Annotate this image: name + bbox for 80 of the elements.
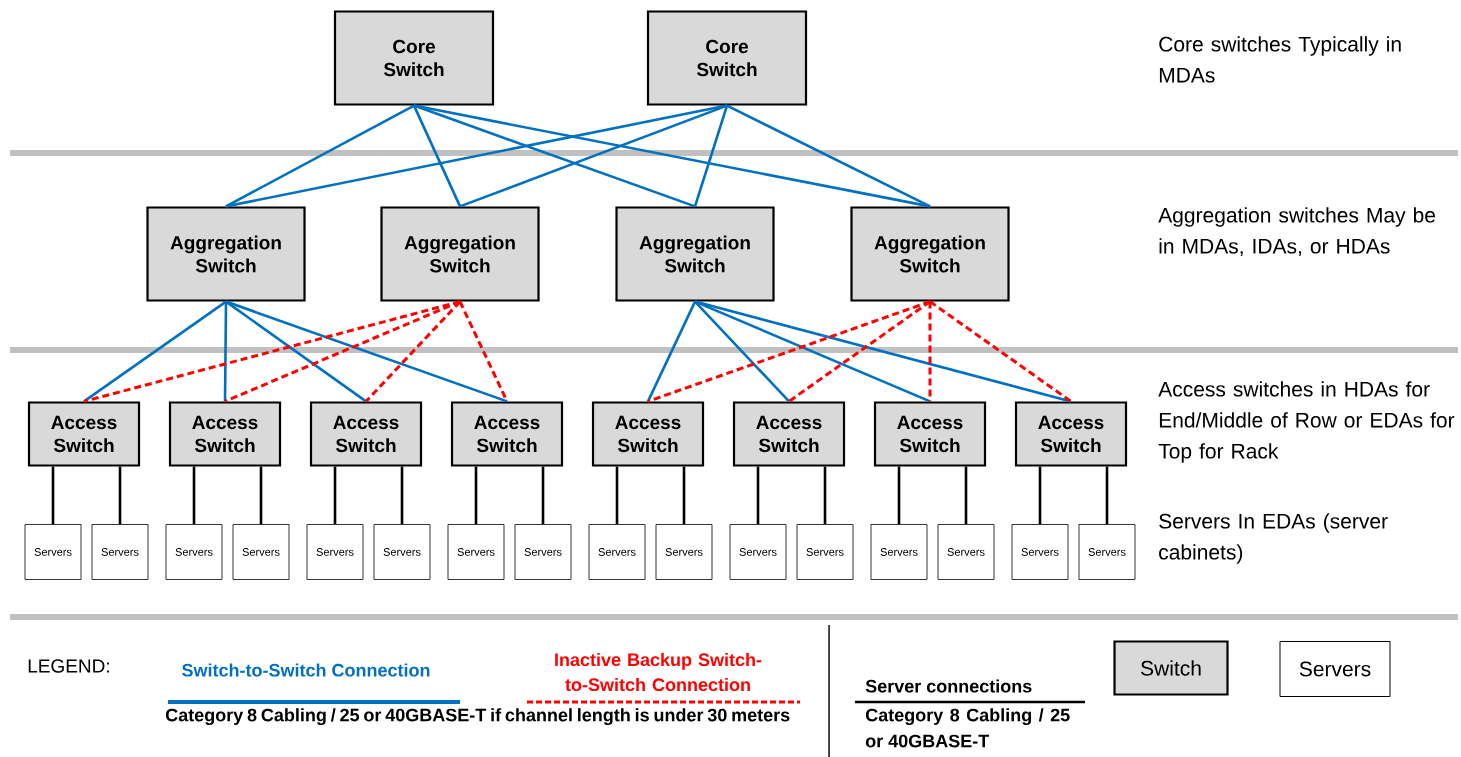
switch-box: Access Switch <box>168 401 282 467</box>
server-box: Servers <box>165 524 223 580</box>
switch-box: Access Switch <box>873 401 987 467</box>
connector-line <box>694 300 790 403</box>
connector-line <box>541 466 545 525</box>
legend-heading: LEGEND: <box>28 659 109 673</box>
connector-line <box>413 104 696 208</box>
connector-line <box>224 300 461 403</box>
tier-description: Servers In EDAs (server cabinets) <box>1159 513 1388 564</box>
server-box: Servers <box>870 524 928 580</box>
connector-line <box>364 300 462 403</box>
connector-line <box>647 300 931 403</box>
legend-switch-box: Switch <box>1113 640 1229 696</box>
connector-line <box>83 300 461 403</box>
connector-line <box>823 466 827 525</box>
connector-line <box>192 466 196 525</box>
tier-description: Access switches in HDAs for End/Middle of Row or EDAs for Top for Rack <box>1158 381 1455 463</box>
connector-line <box>400 466 404 525</box>
legend-server-box: Servers <box>1279 641 1391 697</box>
server-box: Servers <box>588 524 646 580</box>
switch-box: Aggregation Switch <box>380 206 540 302</box>
connector-line <box>756 466 760 525</box>
server-box: Servers <box>91 524 149 580</box>
server-box: Servers <box>796 524 854 580</box>
connector-line <box>964 466 968 525</box>
switch-box: Aggregation Switch <box>615 206 775 302</box>
connector-line <box>897 466 901 525</box>
server-box: Servers <box>1078 524 1136 580</box>
server-box: Servers <box>306 524 364 580</box>
switch-box: Aggregation Switch <box>146 206 306 302</box>
connector-line <box>929 300 1072 403</box>
legend-text: Inactive Backup Switch-to-Switch Connection <box>555 652 762 692</box>
connector-line <box>259 466 263 525</box>
server-box: Servers <box>24 524 82 580</box>
switch-box: Access Switch <box>450 401 564 467</box>
connector-line <box>225 300 508 403</box>
connector-line <box>223 301 228 402</box>
legend-text: Switch-to-Switch Connection <box>182 663 430 677</box>
legend-note: Category 8 Cabling / 25 or 40GBASE-T if channel length is under 30 meters <box>165 708 790 726</box>
switch-box: Access Switch <box>27 401 141 467</box>
server-box: Servers <box>447 524 505 580</box>
legend-note: Category 8 Cabling / 25 or 40GBASE-T <box>865 708 1070 748</box>
connector-line <box>682 466 686 525</box>
connector-line <box>694 300 1072 403</box>
connector-line <box>412 105 462 207</box>
server-box: Servers <box>514 524 572 580</box>
connector-line <box>1038 466 1042 525</box>
server-box: Servers <box>1011 524 1069 580</box>
switch-box: Access Switch <box>309 401 423 467</box>
server-box: Servers <box>373 524 431 580</box>
legend-text: Server connections <box>865 679 1032 693</box>
connector-line <box>83 300 227 403</box>
connector-line <box>646 301 697 402</box>
connector-line <box>118 466 122 525</box>
connector-line <box>225 104 415 208</box>
server-box: Servers <box>729 524 787 580</box>
connector-line <box>1105 466 1109 525</box>
switch-box: Access Switch <box>1014 401 1128 467</box>
server-box: Servers <box>937 524 995 580</box>
server-box: Servers <box>232 524 290 580</box>
connector-line <box>413 104 931 208</box>
connector-line <box>788 300 931 403</box>
tier-description: Aggregation switches May be in MDAs, IDAs, or HDAs <box>1158 207 1435 257</box>
tier-description: Core switches Typically in MDAs <box>1159 36 1401 83</box>
connector-line <box>726 104 931 208</box>
connector-line <box>694 300 931 403</box>
connector-line <box>459 104 728 208</box>
switch-box: Core Switch <box>646 10 808 106</box>
connector-line <box>474 466 478 525</box>
server-box: Servers <box>655 524 713 580</box>
connector-line <box>333 466 337 525</box>
switch-box: Access Switch <box>732 401 846 467</box>
switch-box: Core Switch <box>333 10 495 106</box>
connector-line <box>225 300 367 403</box>
connector-line <box>51 466 55 525</box>
connector-line <box>693 105 729 207</box>
connector-line <box>458 300 509 403</box>
connector-line <box>615 466 619 525</box>
switch-box: Access Switch <box>591 401 705 467</box>
switch-box: Aggregation Switch <box>850 206 1010 302</box>
